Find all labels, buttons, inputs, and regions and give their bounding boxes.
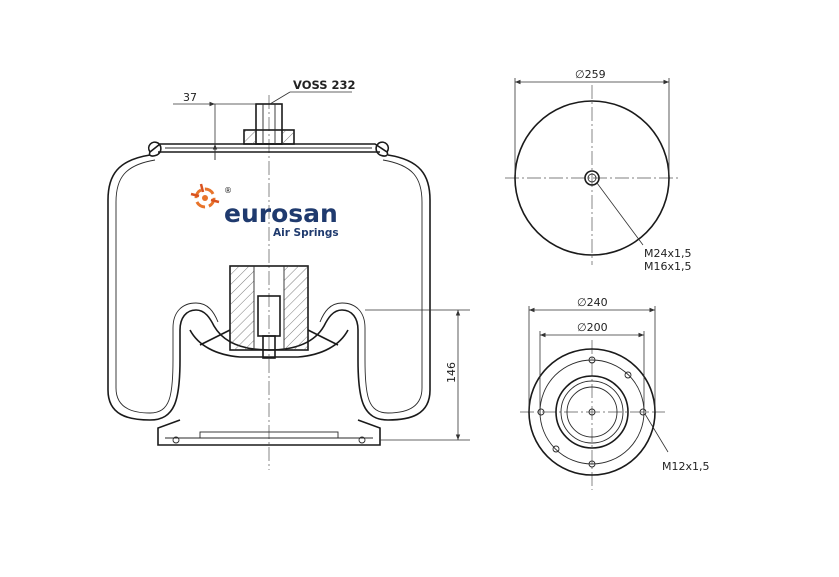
top-plate — [147, 141, 390, 157]
top-view: ∅259 M24x1,5 M16x1,5 — [505, 68, 692, 273]
bottom-thread-callout: M12x1,5 — [644, 413, 710, 473]
offset-dimension-label: 37 — [183, 91, 197, 104]
top-diameter-label: ∅259 — [575, 68, 606, 81]
top-thread-callout: M24x1,5 M16x1,5 — [596, 182, 692, 273]
base-plate — [157, 419, 381, 446]
top-stud-circle — [584, 170, 600, 186]
brand-name: eurosan — [224, 199, 338, 228]
bolt-holes — [537, 356, 647, 468]
logo-mark-icon — [190, 183, 220, 209]
outer-diameter-dimension: ∅240 — [528, 296, 656, 412]
valve-label: VOSS 232 — [293, 78, 356, 92]
side-view: 37 VOSS 232 146 ® eurosan Air Springs — [107, 78, 470, 470]
offset-dimension: 37 — [173, 91, 256, 160]
thread-label-2: M16x1,5 — [644, 260, 692, 273]
registered-mark: ® — [224, 186, 232, 195]
top-diameter-dimension: ∅259 — [514, 68, 670, 175]
inner-diameter-label: ∅200 — [577, 321, 608, 334]
top-outer-circle — [514, 100, 670, 256]
bottom-thread-label: M12x1,5 — [662, 460, 710, 473]
brand-logo: ® eurosan Air Springs — [190, 183, 339, 239]
outer-diameter-label: ∅240 — [577, 296, 608, 309]
bottom-view: ∅240 ∅200 M12x1,5 — [520, 296, 710, 490]
bottom-piston-outer — [555, 375, 629, 449]
thread-label-1: M24x1,5 — [644, 247, 692, 260]
valve-stud — [243, 103, 295, 145]
valve-callout: VOSS 232 — [269, 78, 356, 105]
inner-diameter-dimension: ∅200 — [539, 321, 645, 412]
height-dimension: 146 — [365, 309, 470, 441]
height-dimension-label: 146 — [445, 362, 458, 383]
brand-subtitle: Air Springs — [273, 227, 339, 239]
piston — [189, 265, 349, 359]
